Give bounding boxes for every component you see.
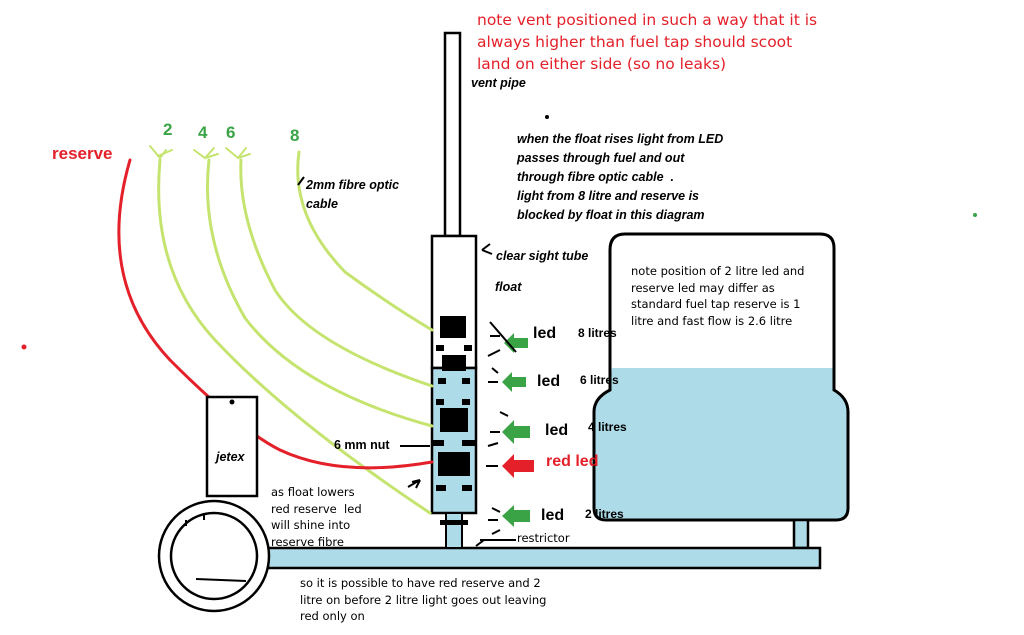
restrictor-stem	[445, 512, 463, 549]
vent-pipe	[443, 31, 462, 238]
nut-left	[432, 440, 444, 446]
tank-fuel-fill	[594, 368, 848, 520]
fuel-tank	[592, 232, 850, 550]
led-glow	[486, 321, 517, 535]
float	[440, 316, 466, 338]
nut-right	[462, 440, 476, 446]
led-label-8: led	[533, 325, 557, 342]
fuel-line	[266, 546, 822, 570]
led-litres-4: 4 litres	[588, 420, 627, 434]
reserve-shine-note: as float lowers red reserve led will shi…	[271, 485, 362, 549]
fibre-label: 2mm fibre optic cable	[306, 178, 400, 211]
fibre-number-8: 8	[290, 126, 300, 145]
jetex-inner-ring	[169, 511, 259, 601]
led-label-6: led	[537, 373, 561, 390]
led-litres-8: 8 litres	[578, 326, 617, 340]
float-label: float	[495, 280, 522, 294]
bottom-note: so it is possible to have red reserve an…	[300, 576, 547, 623]
sight-tube-label: clear sight tube	[496, 249, 589, 263]
led-litres-2: 2 litres	[585, 507, 624, 521]
fibre-6	[239, 158, 434, 388]
top-note: note vent positioned in such a way that …	[477, 11, 818, 73]
fibre-number-4: 4	[198, 123, 208, 142]
led-arrow-4	[502, 420, 530, 444]
fibre-2	[157, 158, 432, 515]
red-led-label: red led	[546, 453, 599, 470]
jetex	[157, 395, 271, 613]
jetex-label: jetex	[216, 450, 245, 464]
stray-dots	[21, 115, 977, 350]
tank-outlet-stub	[792, 518, 810, 550]
fibre-8	[296, 150, 434, 332]
fibre-number-2: 2	[163, 120, 173, 139]
sight-tube	[430, 234, 478, 549]
float-note: when the float rises light from LED pass…	[517, 132, 724, 222]
tank-note: note position of 2 litre led and reserve…	[631, 264, 805, 328]
led-arrow-2	[502, 505, 530, 527]
fibre-4	[206, 158, 434, 428]
led-arrow-6	[502, 372, 526, 392]
led-arrow-8	[504, 333, 528, 353]
restrictor-label: restrictor	[517, 531, 570, 545]
led-arrows	[502, 333, 534, 527]
vent-pipe-label: vent pipe	[471, 76, 526, 90]
led-label-4: led	[545, 422, 569, 439]
pointer-lines	[297, 176, 516, 547]
tank-outline	[592, 232, 850, 522]
nut-label: 6 mm nut	[334, 438, 390, 452]
float-blocks	[432, 316, 476, 491]
red-led-arrow	[502, 454, 534, 478]
led-label-2: led	[541, 507, 565, 524]
reserve-label: reserve	[52, 144, 113, 163]
led-litres-6: 6 litres	[580, 373, 619, 387]
fibre-number-6: 6	[226, 123, 236, 142]
